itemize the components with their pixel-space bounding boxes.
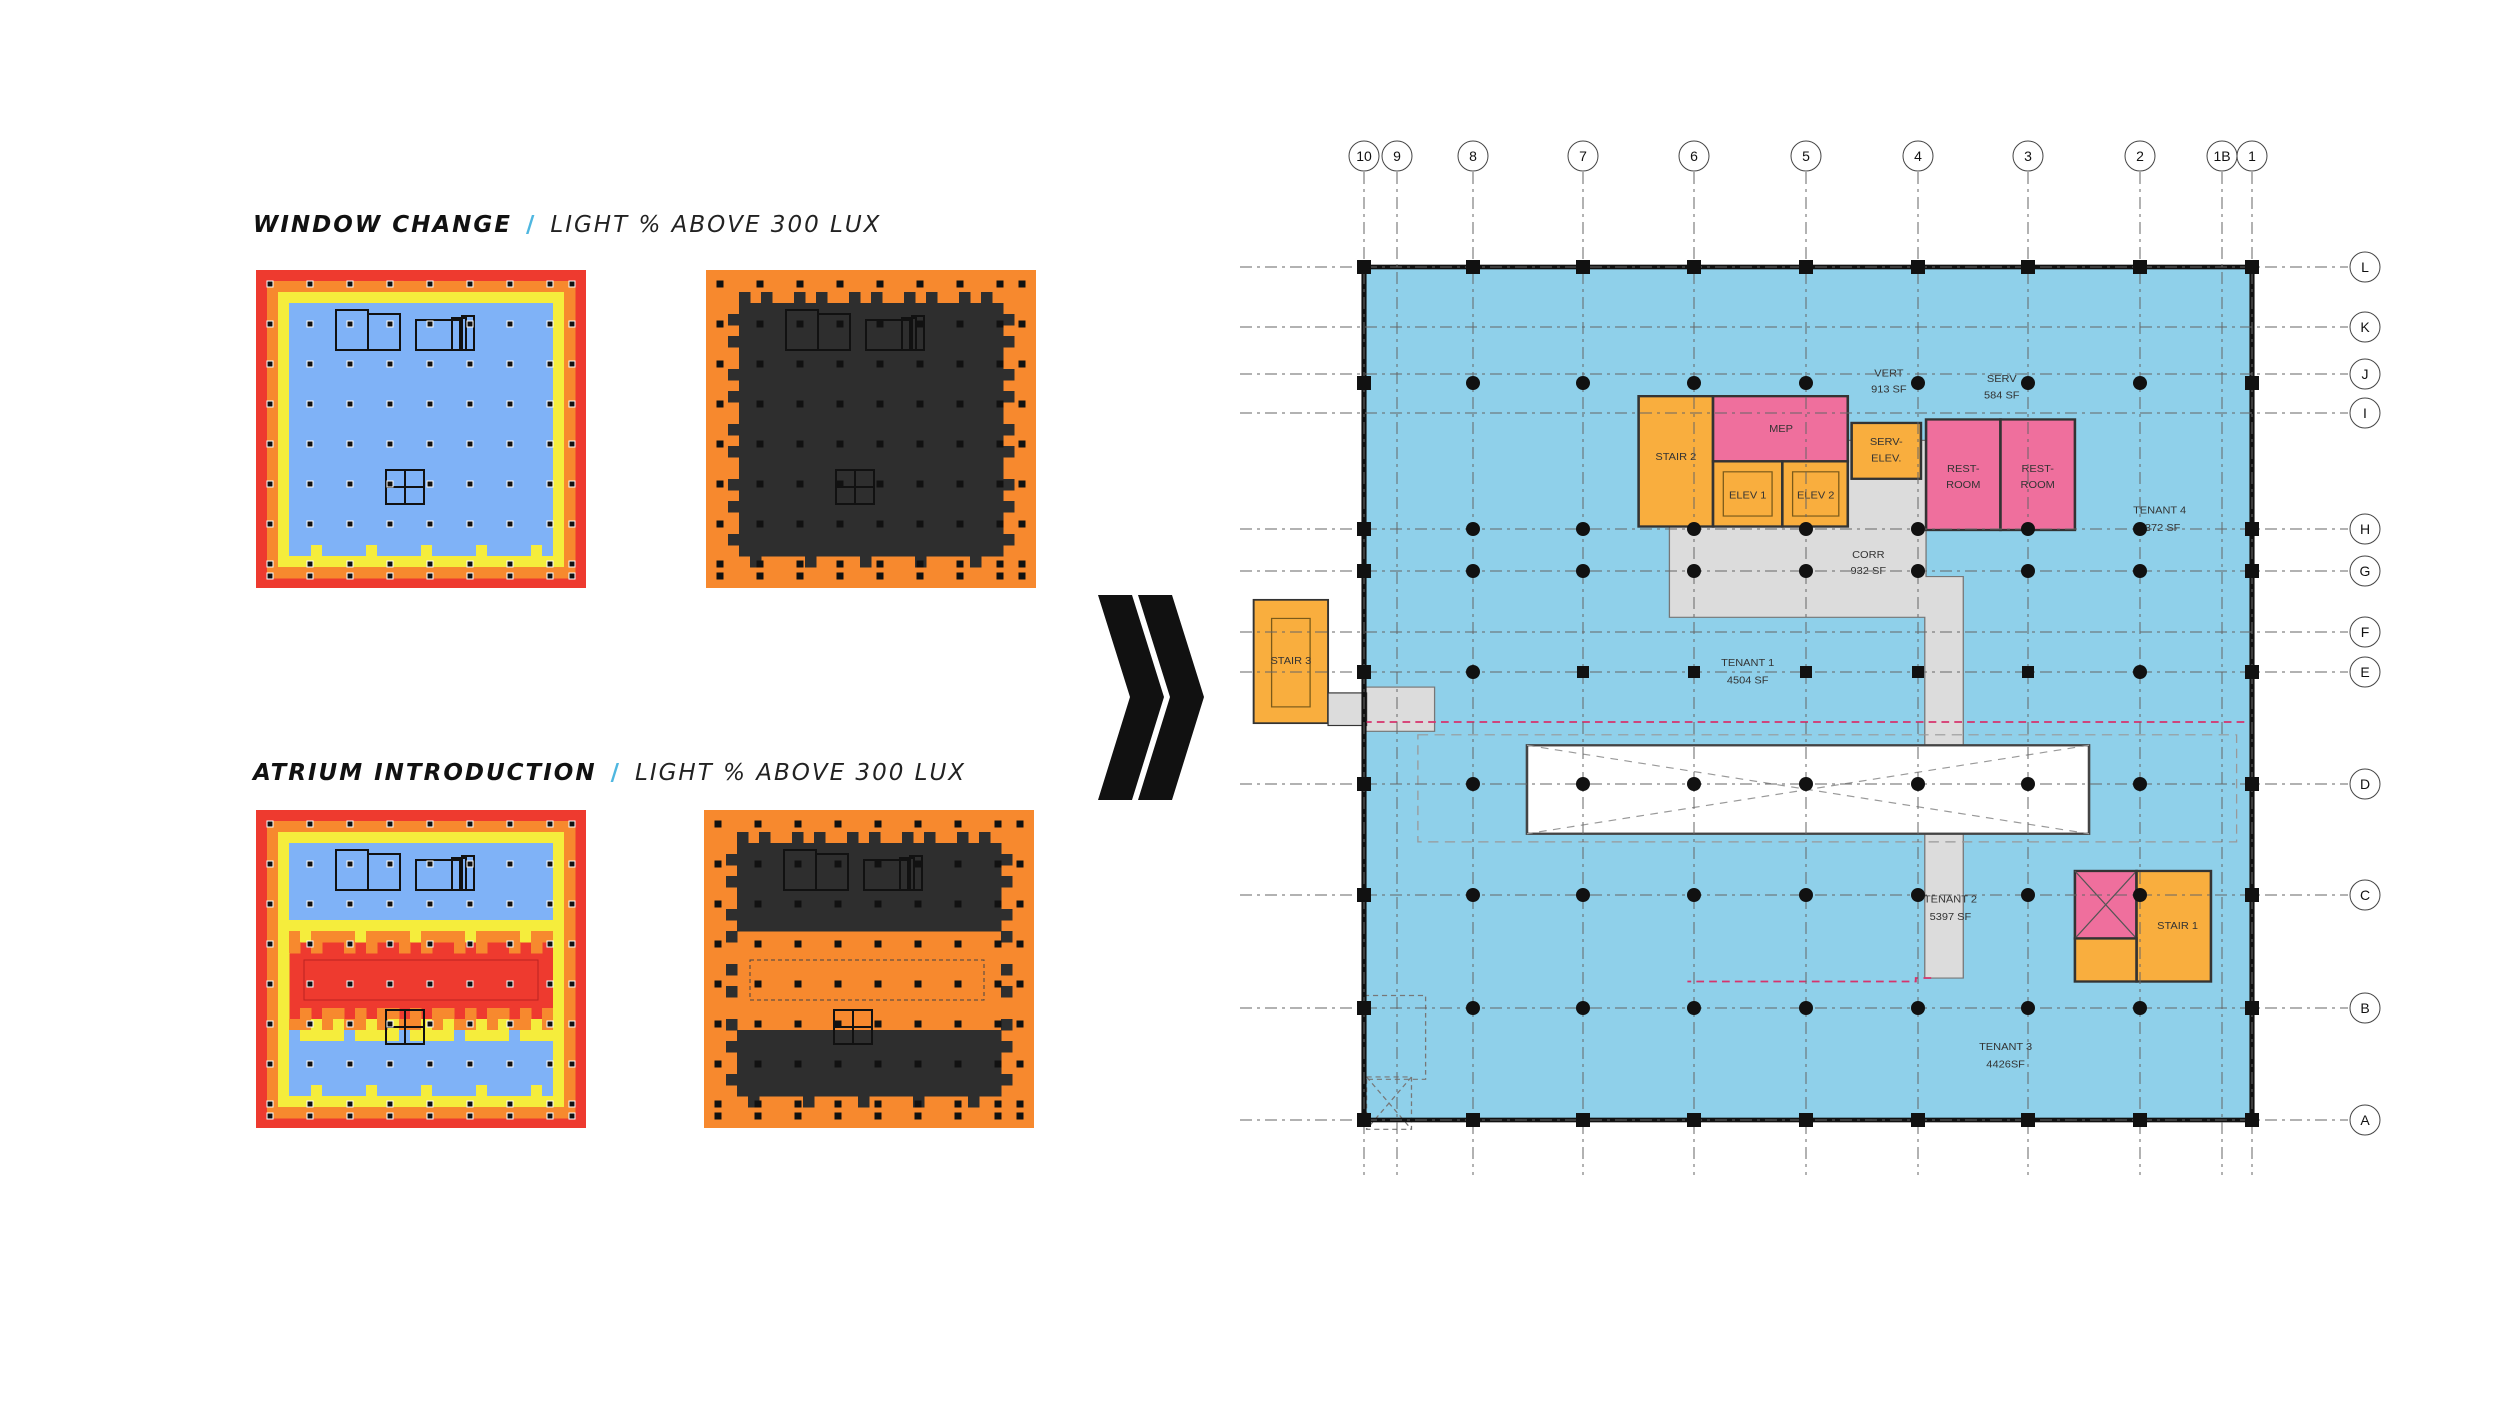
grid-bubble-5: 5 (1790, 140, 1822, 172)
grid-bubble-J: J (2349, 358, 2381, 390)
columns (1357, 260, 2259, 1127)
room-label-tenant-1: TENANT 1 (1721, 658, 1774, 669)
svg-text:9: 9 (1393, 148, 1401, 164)
svg-text:5: 5 (1802, 148, 1810, 164)
room-label-serv-elev: SERV- (1870, 436, 1903, 447)
room-label-tenant-2: TENANT 2 (1924, 894, 1977, 905)
grid-bubble-1B: 1B (2206, 140, 2238, 172)
grid-bubble-6: 6 (1678, 140, 1710, 172)
room-label-restroom-1: REST- (1947, 463, 1980, 474)
grid-bubble-7: 7 (1567, 140, 1599, 172)
svg-text:4: 4 (1914, 148, 1922, 164)
svg-text:E: E (2360, 664, 2369, 680)
svg-text:I: I (2363, 405, 2367, 421)
grid-bubble-F: F (2349, 616, 2381, 648)
room-label-tenant-4: TENANT 4 (2133, 505, 2186, 516)
grid-bubble-A: A (2349, 1104, 2381, 1136)
svg-text:H: H (2360, 521, 2370, 537)
section-title-window-change: WINDOW CHANGE/LIGHT % ABOVE 300 LUX (253, 212, 882, 238)
plan-body: VERT 913 SF SERV 584 SF MEP STAIR 2 ELEV… (1252, 264, 2255, 1130)
room-label-restroom-2: REST- (2021, 463, 2054, 474)
room-area-tenant-4: 4372 SF (2139, 523, 2181, 534)
svg-text:1B: 1B (2213, 148, 2230, 164)
room-area-vert: 913 SF (1871, 384, 1907, 395)
svg-text:L: L (2361, 259, 2369, 275)
svg-text:2: 2 (2136, 148, 2144, 164)
svg-text:8: 8 (1469, 148, 1477, 164)
floor-plan: VERT 913 SF SERV 584 SF MEP STAIR 2 ELEV… (1240, 140, 2381, 1175)
window-change-threshold-map (706, 270, 1036, 588)
svg-text:J: J (2362, 366, 2369, 382)
grid-bubble-8: 8 (1457, 140, 1489, 172)
grid-bubble-10: 10 (1348, 140, 1380, 172)
svg-text:6: 6 (1690, 148, 1698, 164)
grid-bubble-D: D (2349, 768, 2381, 800)
room-label-mep: MEP (1769, 424, 1793, 435)
room-label-serv-elev-2: ELEV. (1871, 453, 1901, 464)
svg-text:3: 3 (2024, 148, 2032, 164)
svg-text:K: K (2360, 319, 2370, 335)
room-label-restroom-1b: ROOM (1946, 480, 1980, 491)
chevron-right-icon (1098, 595, 1204, 800)
grid-bubble-2: 2 (2124, 140, 2156, 172)
grid-bubble-G: G (2349, 555, 2381, 587)
room-area-tenant-3: 4426SF (1986, 1059, 2025, 1070)
grid-bubble-K: K (2349, 311, 2381, 343)
svg-text:1: 1 (2248, 148, 2256, 164)
svg-text:G: G (2360, 563, 2371, 579)
room-area-tenant-1: 4504 SF (1727, 675, 1769, 686)
grid-bubble-C: C (2349, 879, 2381, 911)
svg-text:10: 10 (1356, 148, 1372, 164)
section-title-atrium-introduction: ATRIUM INTRODUCTION/LIGHT % ABOVE 300 LU… (253, 760, 967, 786)
grid-bubble-9: 9 (1381, 140, 1413, 172)
room-label-corr: CORR (1852, 549, 1885, 560)
grid-bubble-1: 1 (2236, 140, 2268, 172)
room-label-elev-2: ELEV 2 (1797, 490, 1835, 501)
svg-text:C: C (2360, 887, 2370, 903)
svg-text:D: D (2360, 776, 2370, 792)
room-label-tenant-3: TENANT 3 (1979, 1042, 2032, 1053)
grid-bubble-I: I (2349, 397, 2381, 429)
atrium-introduction-daylight-map (256, 810, 586, 1128)
grid-bubble-3: 3 (2012, 140, 2044, 172)
window-change-daylight-map (256, 270, 586, 588)
room-area-serv: 584 SF (1984, 390, 2020, 401)
atrium-introduction-threshold-map (704, 810, 1034, 1128)
svg-text:A: A (2360, 1112, 2370, 1128)
svg-text:F: F (2361, 624, 2370, 640)
room-label-vert: VERT (1874, 368, 1904, 379)
room-label-restroom-2b: ROOM (2021, 480, 2055, 491)
svg-text:7: 7 (1579, 148, 1587, 164)
grid-bubble-E: E (2349, 656, 2381, 688)
grid-bubble-H: H (2349, 513, 2381, 545)
grid-bubble-4: 4 (1902, 140, 1934, 172)
svg-text:B: B (2360, 1000, 2369, 1016)
room-area-tenant-2: 5397 SF (1930, 911, 1972, 922)
room-label-elev-1: ELEV 1 (1729, 490, 1767, 501)
grid-bubble-B: B (2349, 992, 2381, 1024)
grid-bubble-L: L (2349, 251, 2381, 283)
room-label-stair-2: STAIR 2 (1655, 452, 1696, 463)
room-label-stair-3: STAIR 3 (1270, 655, 1311, 666)
room-label-serv: SERV (1987, 374, 2017, 385)
room-label-stair-1: STAIR 1 (2157, 921, 2198, 932)
